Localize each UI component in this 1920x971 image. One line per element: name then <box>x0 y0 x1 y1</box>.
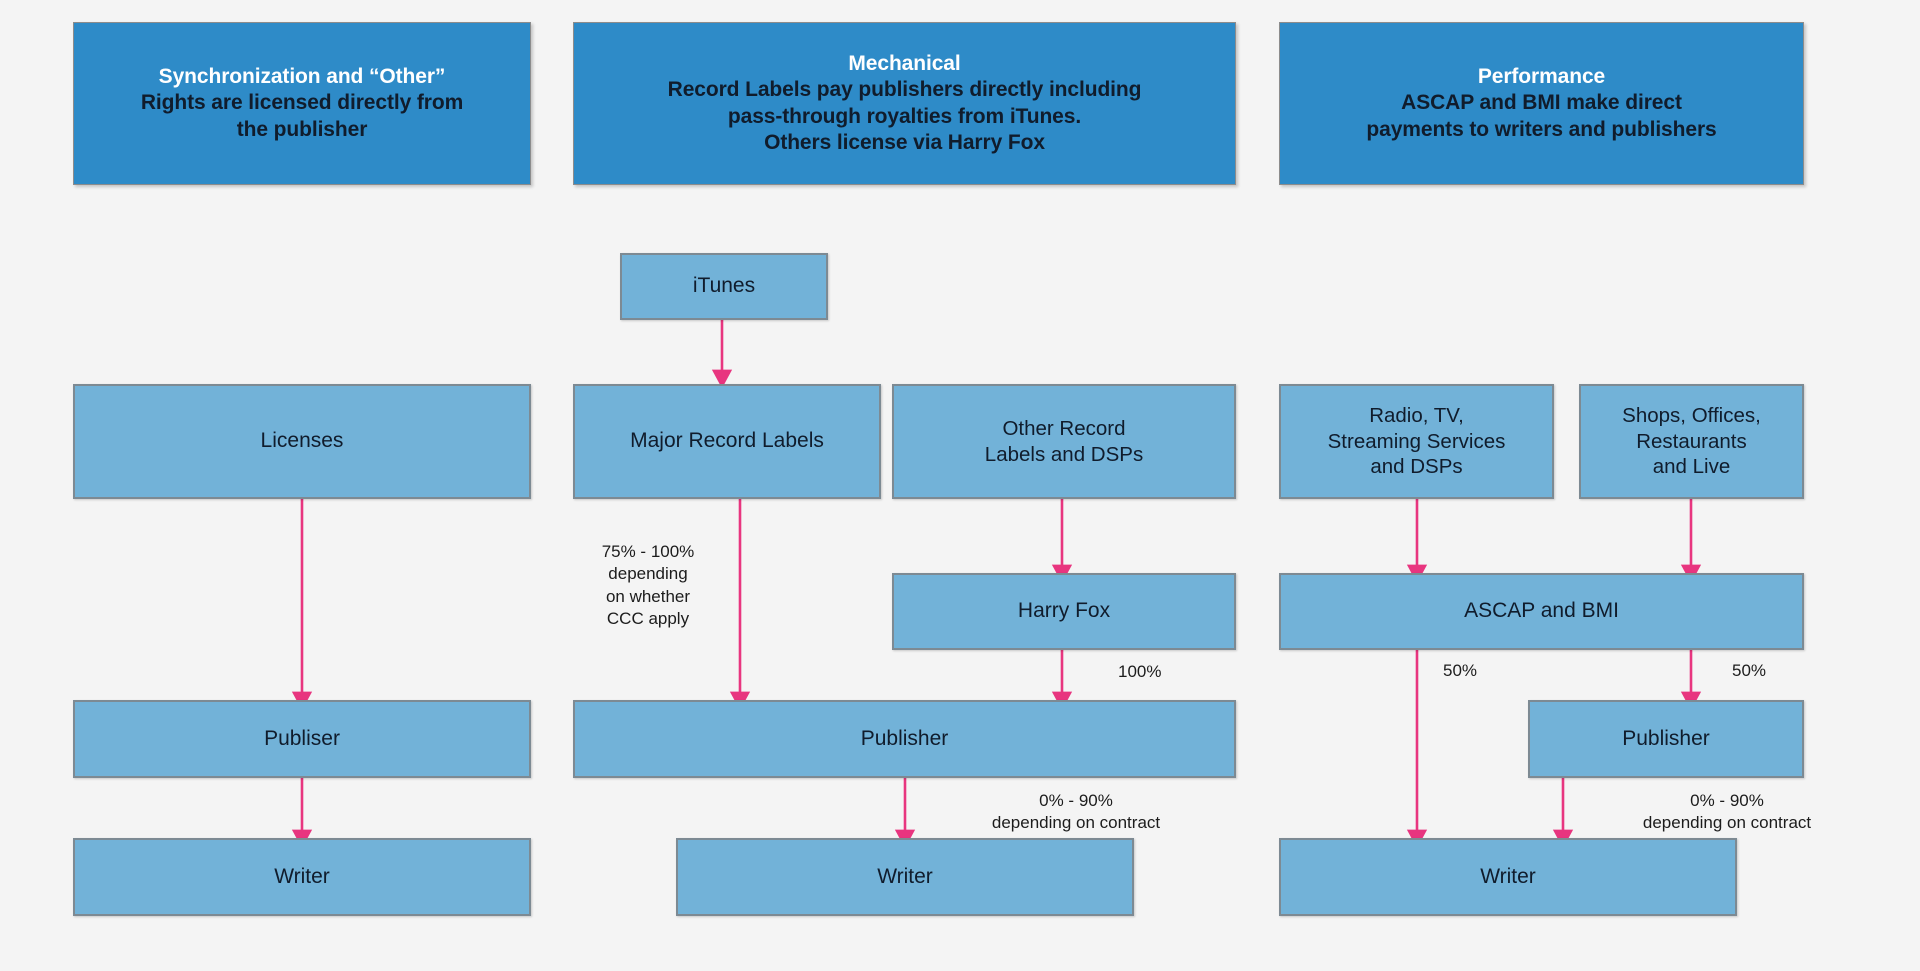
node-major-record-labels[interactable]: Major Record Labels <box>573 384 881 499</box>
edge-label-contract-mid: 0% - 90% depending on contract <box>991 791 1161 833</box>
header-box-mechanical: Mechanical Record Labels pay publishers … <box>573 22 1236 185</box>
edge-label-ccc: 75% - 100% depending on whether CCC appl… <box>601 542 695 629</box>
node-writer-right[interactable]: Writer <box>1279 838 1737 916</box>
header-line: Others license via Harry Fox <box>764 130 1045 154</box>
node-licenses[interactable]: Licenses <box>73 384 531 499</box>
node-writer-mid[interactable]: Writer <box>676 838 1134 916</box>
header-line: Rights are licensed directly from <box>140 91 464 115</box>
header-line: payments to writers and publishers <box>1366 117 1717 141</box>
header-line: Performance <box>1477 64 1606 88</box>
edge-label-50-percent-left: 50% <box>1443 661 1478 680</box>
header-line: Record Labels pay publishers directly in… <box>667 78 1142 102</box>
node-itunes[interactable]: iTunes <box>620 253 828 320</box>
header-line: pass-through royalties from iTunes. <box>727 104 1082 128</box>
edge-label-contract-right: 0% - 90% depending on contract <box>1642 791 1812 833</box>
node-shops-offices-restaurants[interactable]: Shops, Offices, Restaurants and Live <box>1579 384 1804 499</box>
header-line: Synchronization and “Other” <box>158 64 446 88</box>
header-box-performance: Performance ASCAP and BMI make direct pa… <box>1279 22 1804 185</box>
node-other-record-labels[interactable]: Other Record Labels and DSPs <box>892 384 1236 499</box>
node-publisher-mid[interactable]: Publisher <box>573 700 1236 778</box>
node-writer-left[interactable]: Writer <box>73 838 531 916</box>
node-harry-fox[interactable]: Harry Fox <box>892 573 1236 650</box>
header-line: the publisher <box>236 117 368 141</box>
node-publisher-left[interactable]: Publiser <box>73 700 531 778</box>
node-radio-tv-streaming[interactable]: Radio, TV, Streaming Services and DSPs <box>1279 384 1554 499</box>
header-line: ASCAP and BMI make direct <box>1401 91 1682 115</box>
edge-label-100-percent: 100% <box>1118 662 1162 681</box>
header-line: Mechanical <box>848 51 961 75</box>
header-box-synchronization: Synchronization and “Other” Rights are l… <box>73 22 531 185</box>
node-publisher-right[interactable]: Publisher <box>1528 700 1804 778</box>
node-ascap-bmi[interactable]: ASCAP and BMI <box>1279 573 1804 650</box>
edge-label-50-percent-right: 50% <box>1732 661 1767 680</box>
